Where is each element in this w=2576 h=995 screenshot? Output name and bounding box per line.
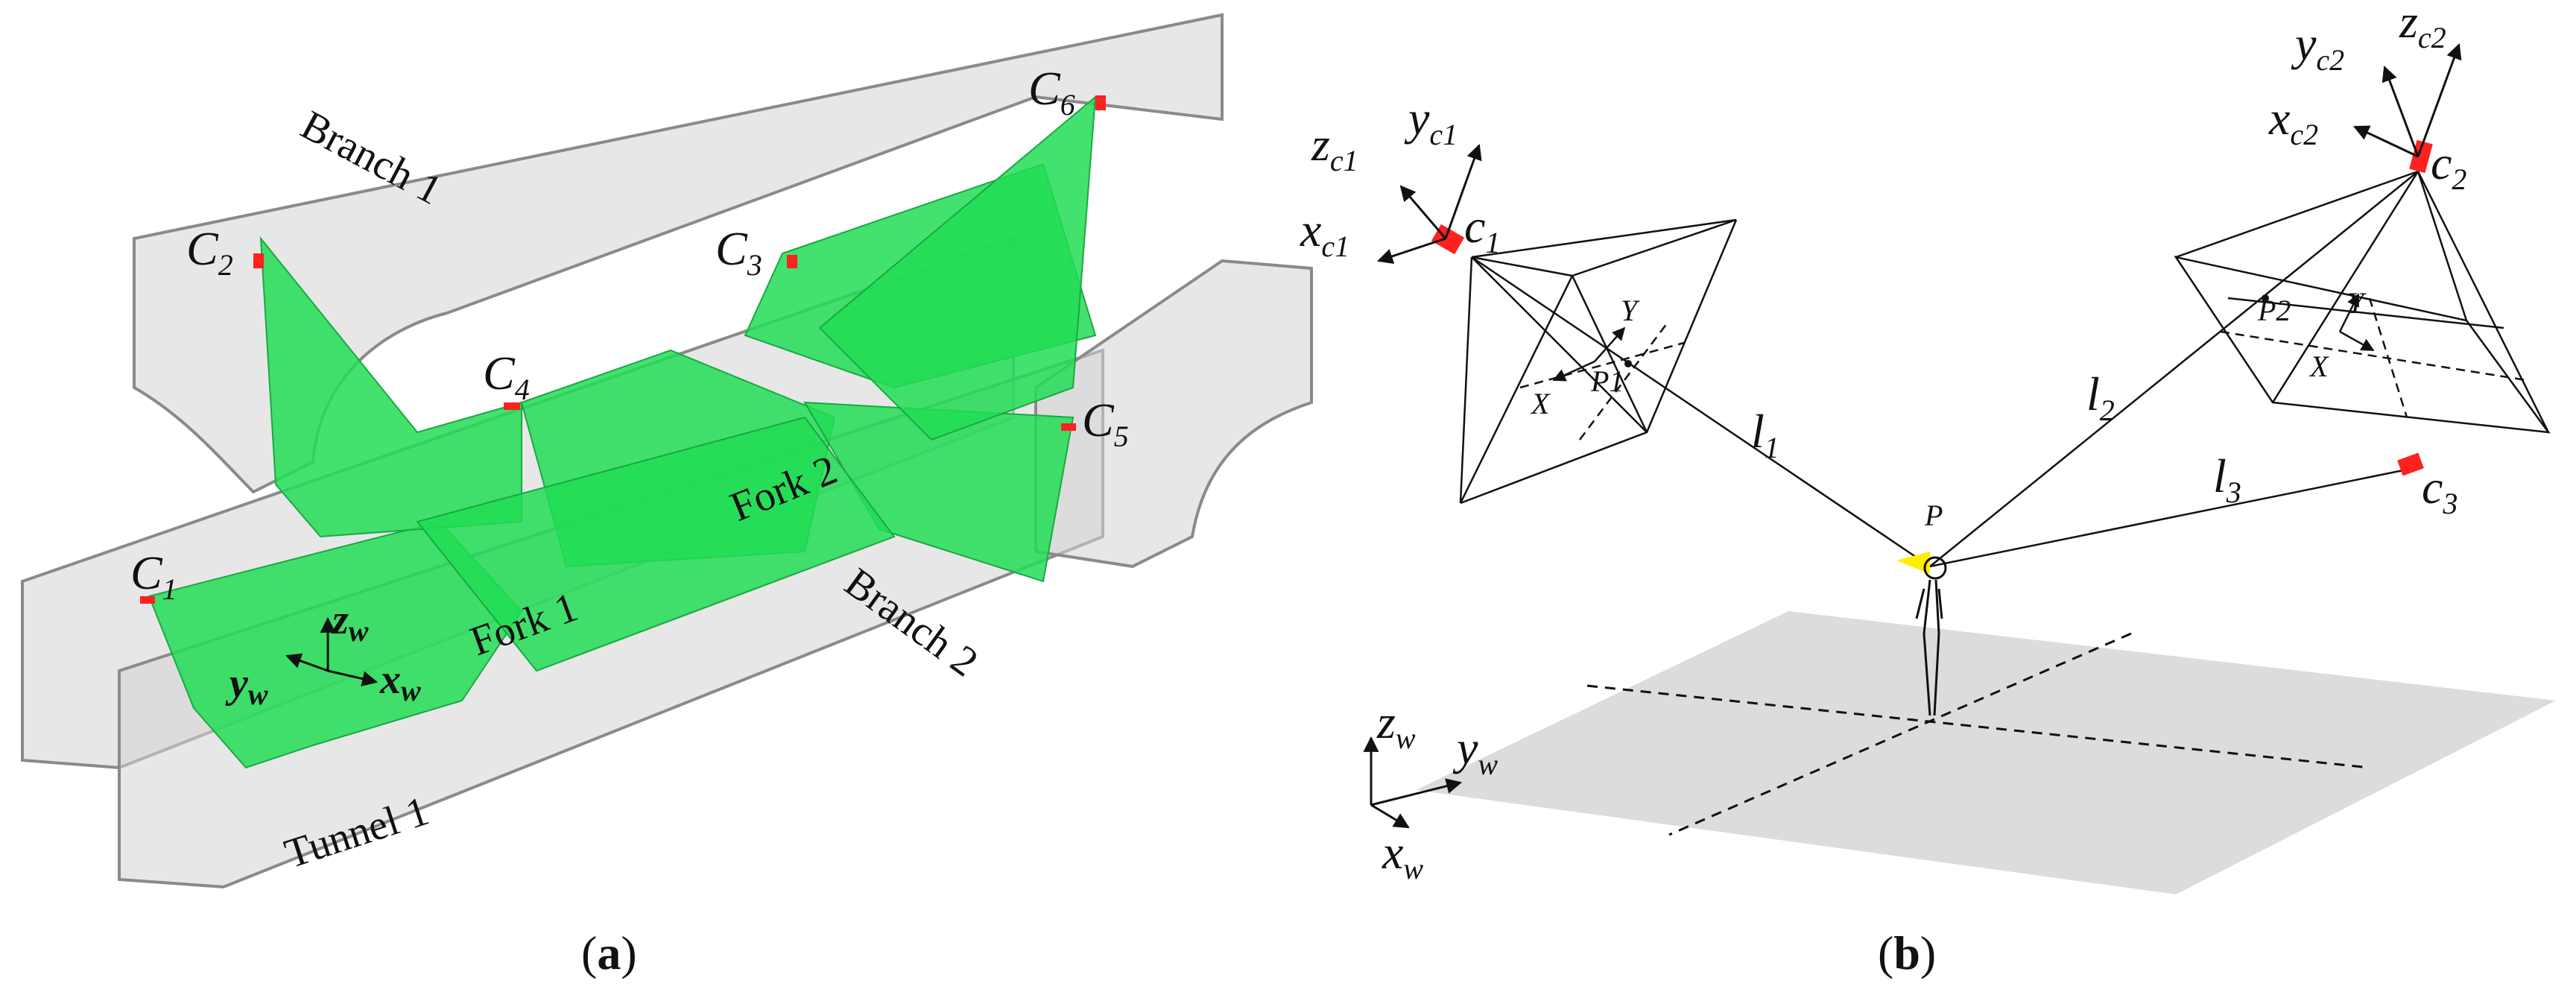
image-plane-axes (1552, 293, 2375, 382)
camera-labels-a: C1 C2 C3 C4 C5 C6 (130, 62, 1129, 606)
world-axes-b (1363, 736, 1463, 829)
point-p2-label: P2 (2257, 294, 2291, 327)
camera-c5-label: C5 (1082, 394, 1129, 453)
camera-c3-label: C3 (715, 222, 762, 282)
axis-yw-label-b: yw (1452, 721, 1498, 781)
camera1-yc-label: yc1 (1404, 92, 1458, 151)
axis-xw-label-b: xw (1382, 826, 1423, 885)
camera1-xc-label: xc1 (1300, 203, 1349, 263)
point-p2 (2262, 294, 2269, 302)
panel-a: C1 C2 C3 C4 C5 C6 Branch 1 Branch 2 Tunn… (21, 13, 1313, 979)
axis-zw-label-a: zw (331, 597, 369, 648)
camera-c1-marker (140, 596, 155, 604)
camera-c6-label: C6 (1028, 62, 1075, 121)
person-light (1896, 552, 1930, 574)
axis-yw-label-a: yw (225, 660, 268, 711)
camera-c1-label: C1 (130, 546, 177, 606)
point-p1 (1624, 360, 1632, 367)
image1-x-label: X (1530, 387, 1551, 420)
camera2-frustum (2174, 170, 2551, 434)
camera2-zc-label: zc2 (2399, 0, 2446, 54)
coverage-volumes (148, 95, 1097, 769)
sight-line-l3 (1929, 468, 2408, 568)
camera1-frustum (1459, 218, 1738, 505)
caption-b: (b) (1878, 926, 1936, 979)
coverage-c6 (818, 95, 1097, 441)
line-l3-label: l3 (2213, 449, 2241, 509)
floor-grid (1586, 632, 2370, 836)
camera2-xc-label: xc2 (2268, 92, 2318, 151)
camera3-label: c3 (2422, 461, 2458, 520)
sight-lines (1471, 171, 2419, 568)
camera2-label: c2 (2431, 136, 2466, 196)
axis-zw-label-b: zw (1376, 695, 1416, 755)
person-figure (1915, 556, 1947, 716)
camera-c2-label: C2 (186, 222, 233, 282)
coverage-mid (416, 416, 896, 672)
camera-markers-a (140, 95, 1106, 604)
camera-c4-label: C4 (483, 347, 530, 406)
camera1-zc-label: zc1 (1311, 118, 1358, 177)
camera-c4-marker (504, 402, 520, 410)
camera2-axes (2353, 43, 2462, 158)
camera-c6-marker (1095, 95, 1106, 110)
line-l1-label: l1 (1751, 405, 1779, 464)
branch-wall-right (1034, 259, 1313, 569)
camera1-label: c1 (1464, 200, 1500, 259)
caption-a: (a) (581, 926, 637, 979)
sight-line-l2 (1929, 171, 2419, 567)
image2-x-label: X (2308, 350, 2329, 383)
camera-c3-marker-b (2397, 452, 2424, 476)
camera-c2-marker (253, 253, 264, 268)
world-axes-a (285, 616, 379, 686)
camera1-axes (1377, 144, 1482, 264)
image1-y-label: Y (1621, 294, 1640, 327)
camera-c5-marker (1061, 423, 1076, 431)
panel-b: zw yw xw (1300, 0, 2556, 979)
sight-line-l1 (1471, 256, 1931, 568)
image2-y-label: Y (2347, 286, 2367, 320)
camera-c3-marker (787, 255, 797, 268)
floor-plane (1416, 611, 2556, 894)
axis-xw-label-a: xw (379, 657, 421, 707)
line-l2-label: l2 (2086, 367, 2115, 427)
point-p1-label: P1 (1590, 364, 1624, 398)
point-p-label: P (1924, 499, 1943, 532)
camera2-yc-label: yc2 (2291, 17, 2344, 77)
